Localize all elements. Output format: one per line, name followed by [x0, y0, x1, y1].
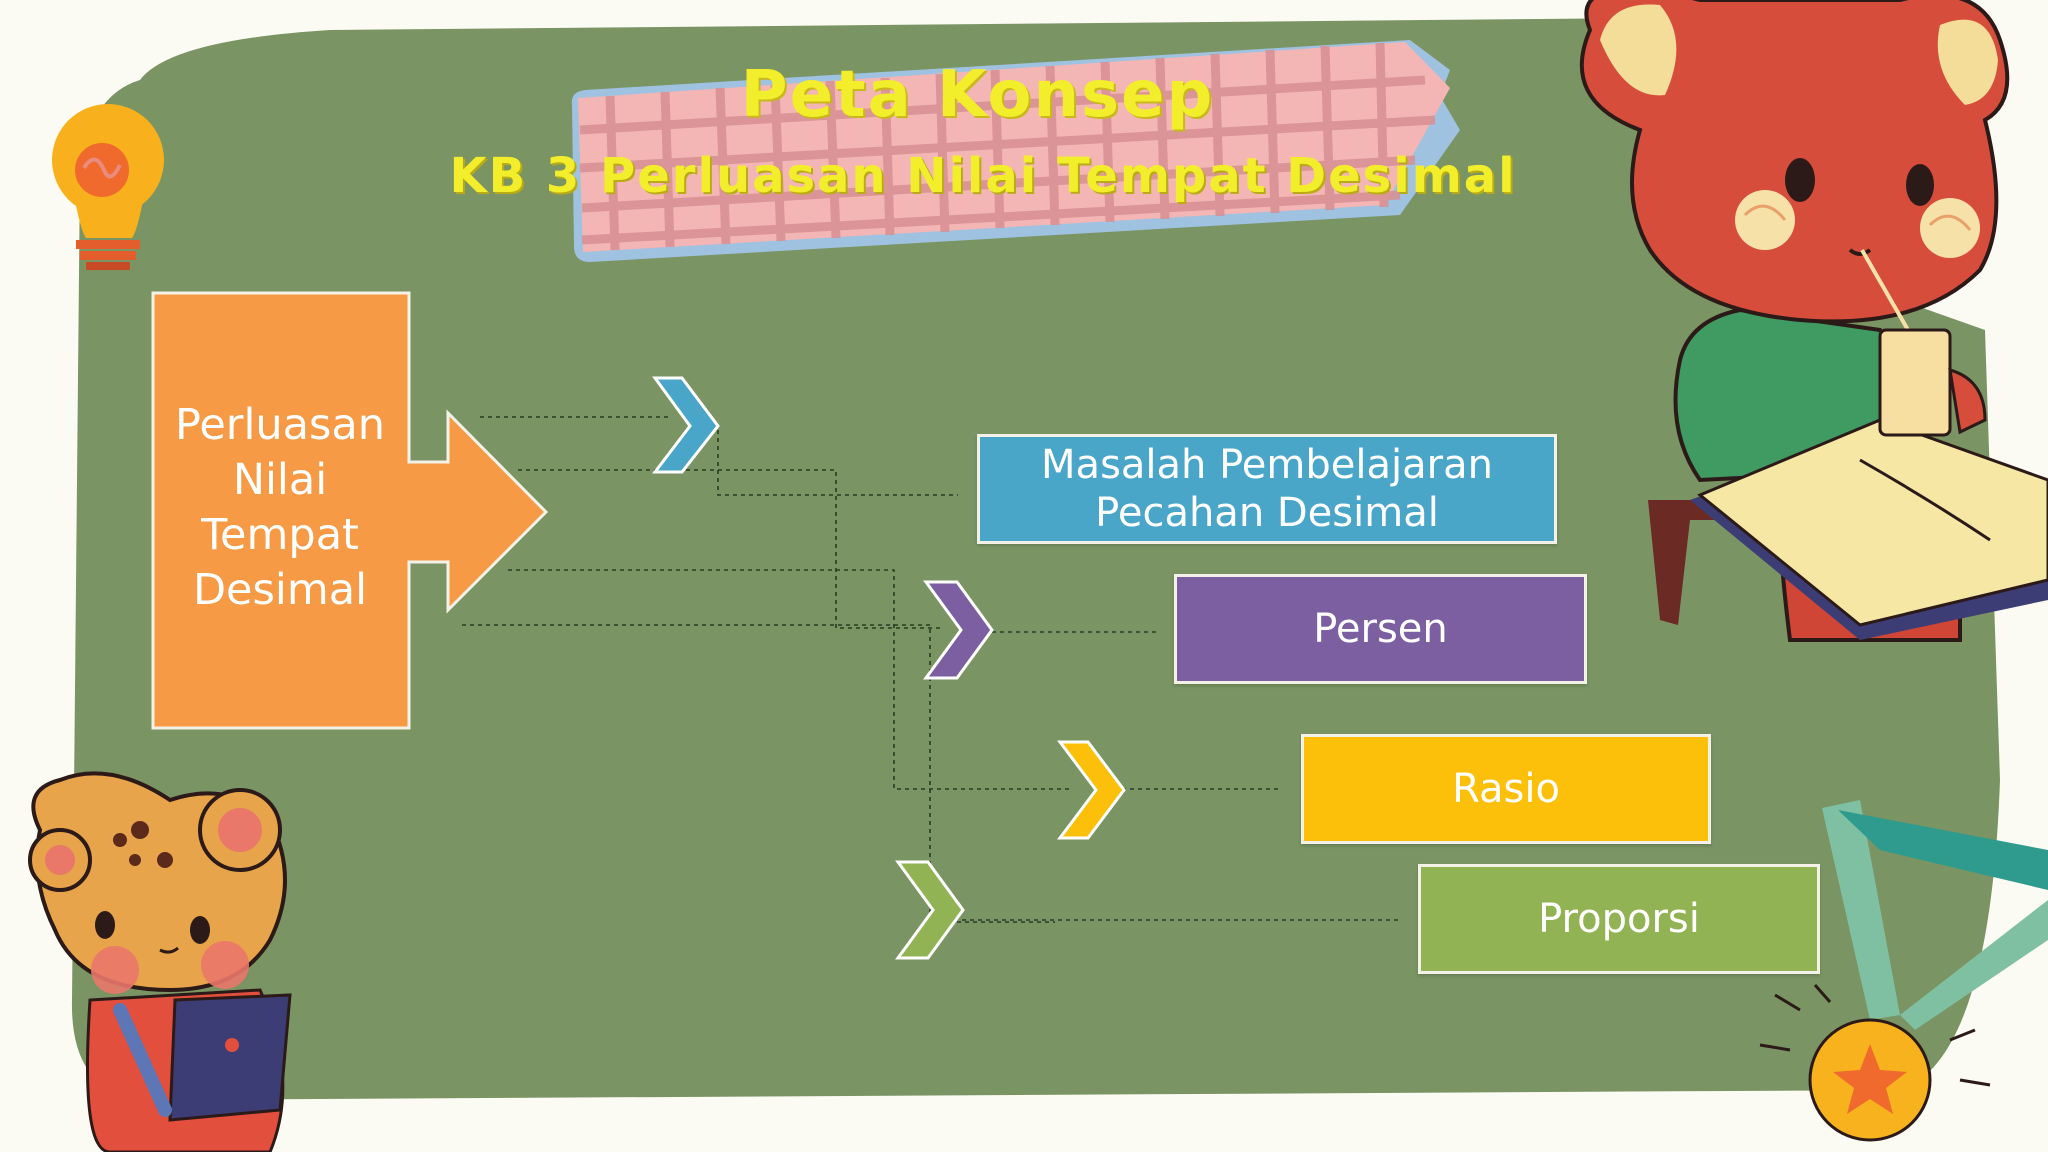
leopard-cub-illustration	[28, 771, 292, 1152]
title-banner	[571, 40, 1460, 262]
branch-box-masalah-pembelajaran: Masalah Pembelajaran Pecahan Desimal	[977, 434, 1557, 544]
connector-lines	[462, 416, 1400, 923]
main-topic-line: Tempat	[201, 510, 359, 560]
chevron-yellow-icon	[1057, 740, 1126, 840]
branch-label-line: Proporsi	[1538, 896, 1700, 942]
branch-label-line: Pecahan Desimal	[1095, 490, 1439, 536]
chevron-purple-icon	[923, 580, 994, 680]
branch-label-line: Rasio	[1452, 766, 1560, 812]
chevron-green-icon	[895, 860, 965, 960]
medal-illustration	[1759, 800, 2048, 1142]
slide-subtitle: KB 3 Perluasan Nilai Tempat Desimal	[449, 148, 1517, 204]
main-topic-line: Perluasan	[174, 400, 386, 450]
light-bulb-icon	[52, 104, 164, 270]
branch-label-line: Persen	[1313, 606, 1448, 652]
main-topic-label: Perluasan Nilai Tempat Desimal	[160, 398, 400, 618]
main-topic-arrow	[151, 291, 549, 730]
branch-box-proporsi: Proporsi	[1418, 864, 1820, 974]
chevron-blue-icon	[651, 376, 720, 474]
red-bear-reading-illustration	[1579, 0, 2048, 642]
branch-label-line: Masalah Pembelajaran	[1041, 442, 1493, 488]
main-topic-line: Nilai	[232, 455, 328, 505]
slide-title: Peta Konsep	[740, 58, 1215, 132]
branch-box-rasio: Rasio	[1301, 734, 1711, 844]
main-topic-line: Desimal	[192, 565, 368, 615]
branch-box-persen: Persen	[1174, 574, 1587, 684]
